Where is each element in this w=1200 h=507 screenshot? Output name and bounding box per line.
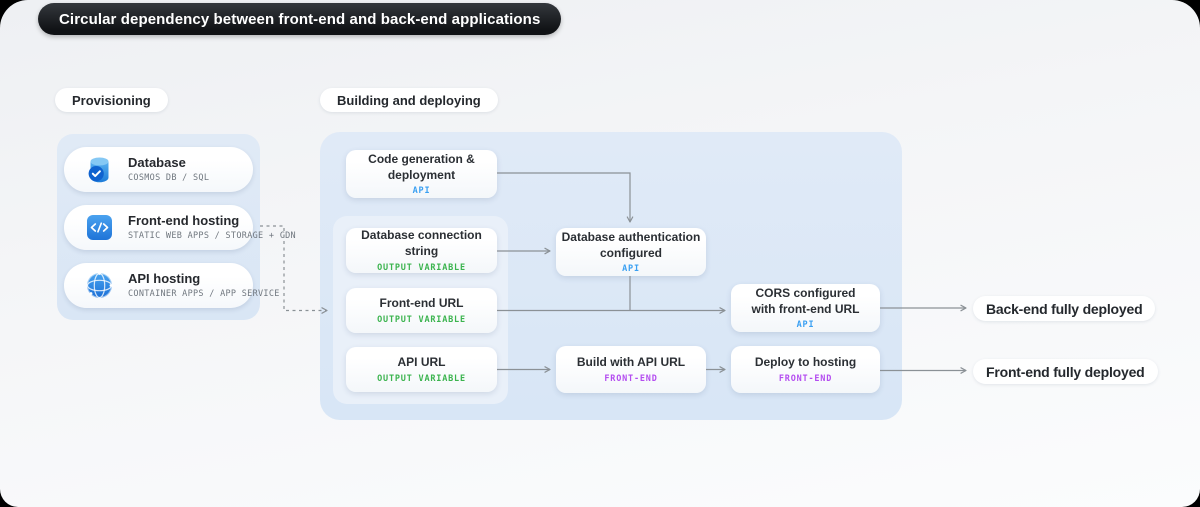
node-build-with-api-url: Build with API URL FRONT-END xyxy=(556,346,706,393)
node-title: API URL xyxy=(397,355,446,370)
node-database-auth-configured: Database authentication configured API xyxy=(556,228,706,276)
service-title: Database xyxy=(128,155,186,171)
service-subtitle: STATIC WEB APPS / STORAGE + CDN xyxy=(128,230,296,241)
database-icon xyxy=(88,157,109,183)
section-label-provisioning: Provisioning xyxy=(55,88,168,112)
node-tag: OUTPUT VARIABLE xyxy=(377,373,466,384)
node-api-url: API URL OUTPUT VARIABLE xyxy=(346,347,497,392)
node-frontend-url: Front-end URL OUTPUT VARIABLE xyxy=(346,288,497,333)
node-title: Database authentication configured xyxy=(561,229,701,260)
node-database-connection-string: Database connection string OUTPUT VARIAB… xyxy=(346,228,497,273)
node-tag: API xyxy=(622,264,640,275)
result-backend-deployed: Back-end fully deployed xyxy=(973,296,1156,321)
code-icon xyxy=(87,215,112,240)
node-tag: API xyxy=(796,320,815,331)
service-title: API hosting xyxy=(128,271,201,287)
node-code-generation: Code generation & deployment API xyxy=(346,150,497,198)
service-card-text: API hosting CONTAINER APPS / APP SERVICE xyxy=(128,271,280,299)
service-subtitle: COSMOS DB / SQL xyxy=(128,172,210,183)
service-card-text: Database COSMOS DB / SQL xyxy=(128,155,210,183)
node-tag: FRONT-END xyxy=(604,373,658,384)
provisioning-label-text: Provisioning xyxy=(72,92,151,108)
node-tag: FRONT-END xyxy=(778,373,833,384)
section-label-building: Building and deploying xyxy=(320,88,498,112)
service-card-text: Front-end hosting STATIC WEB APPS / STOR… xyxy=(128,213,296,241)
result-frontend-text: Front-end fully deployed xyxy=(986,363,1145,380)
result-backend-text: Back-end fully deployed xyxy=(986,300,1143,317)
node-title: Deploy to hosting xyxy=(754,355,857,370)
node-title: CORS configured with front-end URL xyxy=(751,285,860,316)
result-frontend-deployed: Front-end fully deployed xyxy=(973,359,1158,384)
node-tag: OUTPUT VARIABLE xyxy=(377,262,466,273)
node-title: Build with API URL xyxy=(576,355,686,370)
service-card-api-hosting: API hosting CONTAINER APPS / APP SERVICE xyxy=(64,263,279,308)
node-title: Database connection string xyxy=(361,228,482,258)
globe-icon xyxy=(86,272,113,299)
node-title: Front-end URL xyxy=(379,296,464,311)
building-label-text: Building and deploying xyxy=(337,92,481,108)
node-tag: OUTPUT VARIABLE xyxy=(377,314,466,325)
node-deploy-to-hosting: Deploy to hosting FRONT-END xyxy=(731,346,880,393)
diagram-title: Circular dependency between front-end an… xyxy=(38,3,562,35)
node-cors-configured: CORS configured with front-end URL API xyxy=(731,284,880,332)
service-card-frontend-hosting: Front-end hosting STATIC WEB APPS / STOR… xyxy=(64,205,296,250)
diagram-title-text: Circular dependency between front-end an… xyxy=(59,10,541,28)
node-tag: API xyxy=(412,186,431,197)
service-title: Front-end hosting xyxy=(128,213,240,229)
service-card-database: Database COSMOS DB / SQL xyxy=(64,147,253,192)
service-subtitle: CONTAINER APPS / APP SERVICE xyxy=(128,288,280,299)
node-title: Code generation & deployment xyxy=(368,151,475,182)
